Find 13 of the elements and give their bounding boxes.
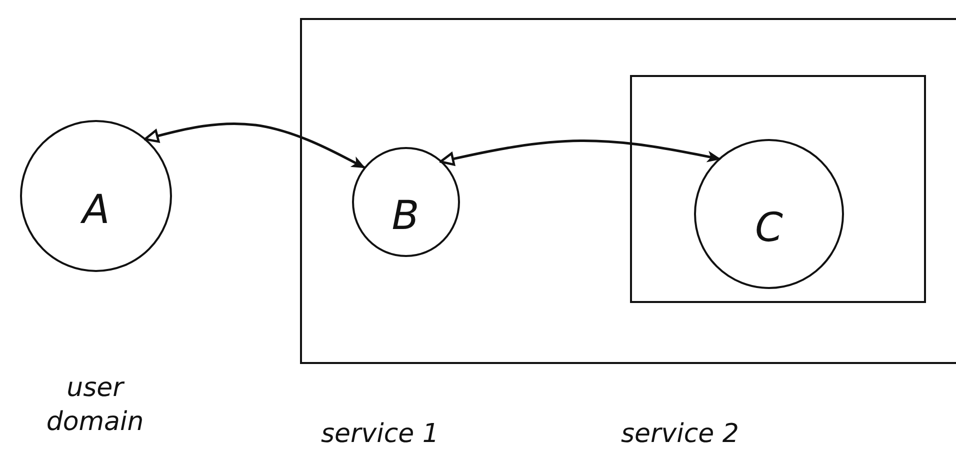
domain-label: user domain [45,372,145,439]
arrow [439,140,722,166]
group-box [300,18,956,364]
node-label: A [82,187,110,233]
node-label: B [392,192,420,238]
node-label: C [755,205,783,251]
arrow [144,122,366,169]
domain-label: service 2 [620,418,740,451]
circle-node [352,146,460,256]
group-box [630,74,926,302]
domain-label: service 1 [320,418,440,451]
circle-node [20,120,172,272]
circle-node [694,139,844,289]
